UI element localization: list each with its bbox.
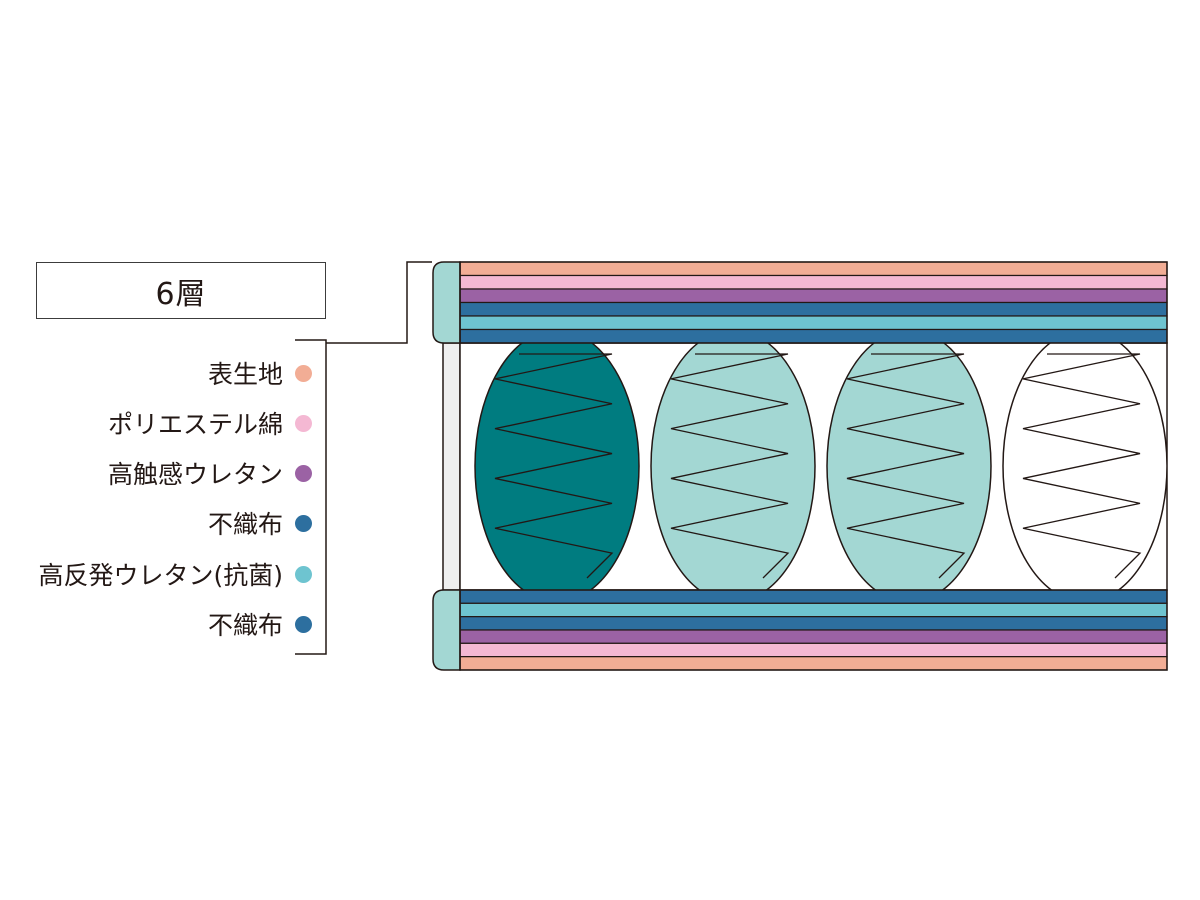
legend-dot — [295, 464, 312, 482]
layer-count-title: 6層 — [36, 262, 326, 319]
pocket-springs — [474, 343, 1167, 590]
legend-label: 不織布 — [207, 510, 283, 539]
bottom-stack-outline — [459, 589, 1168, 671]
spring-coil — [494, 353, 614, 579]
connector-line — [326, 261, 432, 344]
legend-item: 不織布 — [0, 604, 312, 644]
legend-label: 高反発ウレタン(抗菌) — [38, 561, 283, 590]
legend-item: 高反発ウレタン(抗菌) — [0, 554, 312, 594]
top-edge-block — [432, 261, 461, 344]
legend-label: 不織布 — [207, 611, 283, 640]
legend-dot — [295, 364, 312, 382]
legend-label: ポリエステル綿 — [107, 410, 283, 439]
legend-item: 不織布 — [0, 503, 312, 543]
side-panel — [442, 342, 461, 591]
top-comfort-layers — [459, 261, 1168, 344]
bottom-layer-stripe — [459, 589, 1168, 604]
top-stack-outline — [459, 261, 1168, 344]
spring-coil — [1022, 353, 1142, 579]
bottom-edge-block — [432, 589, 461, 671]
spring-pocket — [650, 343, 816, 590]
spring-pocket — [474, 343, 640, 590]
bottom-layer-stripe — [459, 629, 1168, 644]
legend-label: 表生地 — [207, 360, 283, 389]
top-layer-stripe — [459, 261, 1168, 277]
bottom-layer-stripe — [459, 656, 1168, 671]
legend-dot — [295, 565, 312, 583]
bottom-layer-stripe — [459, 602, 1168, 618]
spring-coil — [846, 353, 966, 579]
top-layer-stripe — [459, 301, 1168, 317]
spring-group — [474, 343, 1167, 590]
legend-dot — [295, 615, 312, 633]
legend-dot — [295, 514, 312, 532]
bottom-layer-stripe — [459, 642, 1168, 658]
legend-item: ポリエステル綿 — [0, 403, 312, 443]
top-layer-stripe — [459, 328, 1168, 344]
legend-item: 表生地 — [0, 353, 312, 393]
legend-dot — [295, 414, 312, 432]
top-layer-stripe — [459, 274, 1168, 290]
spring-pocket — [1002, 343, 1167, 590]
bottom-comfort-layers — [459, 589, 1168, 671]
legend-item: 高触感ウレタン — [0, 453, 312, 493]
bottom-layer-stripe — [459, 616, 1168, 631]
top-layer-stripe — [459, 288, 1168, 304]
top-layer-stripe — [459, 315, 1168, 331]
spring-pocket — [826, 343, 992, 590]
spring-coil — [670, 353, 790, 579]
legend-bracket — [295, 339, 327, 655]
legend-label: 高触感ウレタン — [107, 460, 283, 489]
